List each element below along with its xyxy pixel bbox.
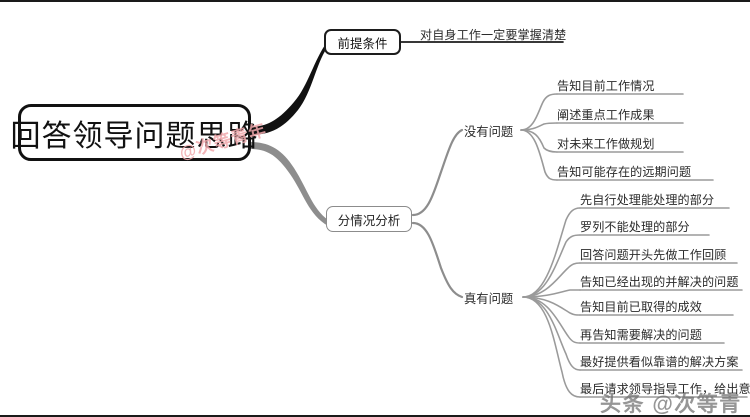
subbranch-node-no-problem-label: 没有问题 — [464, 125, 514, 139]
leaf-real-problem-1-label: 罗列不能处理的部分 — [580, 220, 690, 234]
leaf-real-problem-1[interactable]: 罗列不能处理的部分 — [580, 218, 690, 235]
connector-real-problem-leaf-6 — [522, 296, 581, 371]
leaf-real-problem-3[interactable]: 告知已经出现的并解决的问题 — [580, 273, 739, 290]
leaf-real-problem-4[interactable]: 告知目前已取得的成效 — [580, 298, 702, 315]
leaf-no-problem-2-label: 对未来工作做规划 — [557, 137, 655, 151]
leaf-no-problem-0-label: 告知目前工作情况 — [557, 79, 655, 93]
leaf-real-problem-2[interactable]: 回答问题开头先做工作回顾 — [580, 246, 726, 263]
connector-root-to-premise — [249, 42, 327, 135]
leaf-no-problem-1-label: 阐述重点工作成果 — [557, 108, 655, 122]
connector-root-to-analysis — [249, 142, 328, 226]
root-node[interactable]: 回答领导问题思路 — [11, 104, 258, 161]
connector-no-problem-leaf-1 — [520, 122, 558, 131]
leaf-real-problem-5-label: 再告知需要解决的问题 — [580, 328, 702, 342]
connector-no-problem-leaf-2 — [520, 129, 558, 153]
leaf-real-problem-2-label: 回答问题开头先做工作回顾 — [580, 248, 727, 262]
leaf-real-problem-6-label: 最好提供看似靠谱的解决方案 — [580, 355, 739, 369]
leaf-real-problem-6[interactable]: 最好提供看似靠谱的解决方案 — [580, 353, 739, 370]
leaf-premise-0[interactable]: 对自身工作一定要掌握清楚 — [420, 26, 566, 43]
leaf-real-problem-7[interactable]: 最后请求领导指导工作，给出意见 — [580, 380, 750, 397]
leaf-no-problem-3-label: 告知可能存在的远期问题 — [557, 165, 692, 179]
leaf-no-problem-3[interactable]: 告知可能存在的远期问题 — [557, 163, 691, 180]
connector-real-problem-leaf-3 — [522, 289, 581, 298]
branch-node-analysis[interactable]: 分情况分析 — [326, 206, 412, 232]
connector-real-problem-leaf-1 — [522, 234, 581, 298]
connector-real-problem-leaf-5 — [522, 296, 581, 344]
leaf-no-problem-0[interactable]: 告知目前工作情况 — [557, 77, 655, 94]
branch-node-analysis-label: 分情况分析 — [337, 213, 401, 228]
branch-node-premise-label: 前提条件 — [337, 36, 388, 51]
connector-real-problem-leaf-2 — [522, 262, 581, 298]
leaf-real-problem-0-label: 先自行处理能处理的部分 — [580, 193, 715, 207]
leaf-premise-0-label: 对自身工作一定要掌握清楚 — [420, 28, 567, 42]
leaf-no-problem-2[interactable]: 对未来工作做规划 — [557, 135, 655, 152]
subbranch-node-no-problem[interactable]: 没有问题 — [464, 122, 513, 140]
branch-node-premise[interactable]: 前提条件 — [324, 29, 401, 55]
connector-analysis-to-real-problem — [411, 221, 464, 299]
leaf-real-problem-4-label: 告知目前已取得的成效 — [580, 300, 702, 314]
subbranch-node-real-problem[interactable]: 真有问题 — [464, 289, 513, 307]
connector-no-problem-leaf-3 — [520, 129, 558, 181]
connector-real-problem-leaf-4 — [522, 296, 581, 316]
leaf-no-problem-1[interactable]: 阐述重点工作成果 — [557, 106, 655, 123]
leaf-real-problem-0[interactable]: 先自行处理能处理的部分 — [580, 191, 714, 208]
subbranch-node-real-problem-label: 真有问题 — [464, 292, 514, 306]
root-node-label: 回答领导问题思路 — [10, 119, 259, 153]
connector-analysis-to-no-problem — [411, 128, 464, 217]
leaf-real-problem-5[interactable]: 再告知需要解决的问题 — [580, 326, 702, 343]
leaf-real-problem-3-label: 告知已经出现的并解决的问题 — [580, 275, 739, 289]
connector-real-problem-leaf-0 — [522, 207, 581, 298]
connector-no-problem-leaf-0 — [520, 93, 558, 131]
leaf-real-problem-7-label: 最后请求领导指导工作，给出意见 — [580, 382, 750, 396]
connector-real-problem-leaf-7 — [522, 296, 581, 398]
